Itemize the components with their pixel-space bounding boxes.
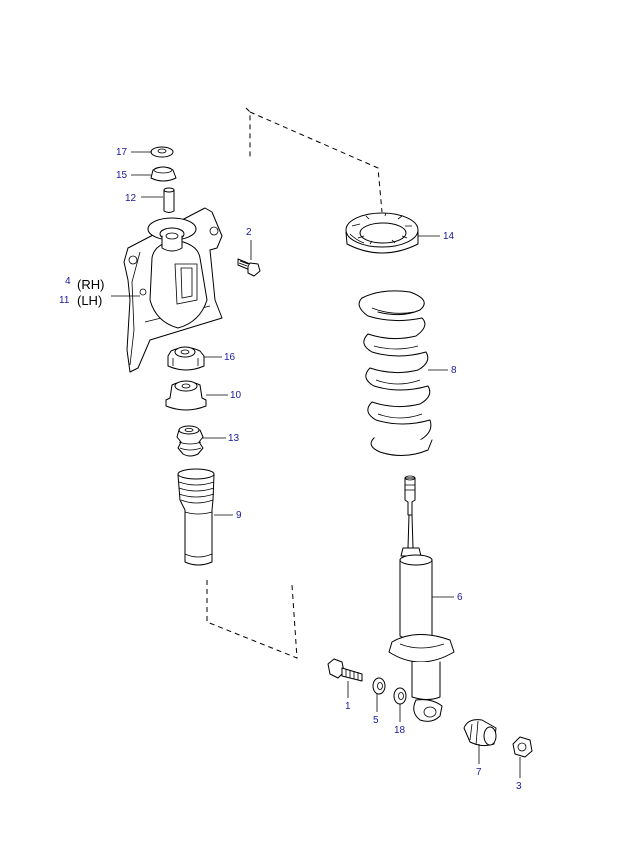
part-7-bushing (463, 719, 497, 747)
callout-10: 10 (230, 390, 242, 401)
part-17-washer (150, 146, 174, 158)
callout-15: 15 (116, 170, 128, 181)
callout-16: 16 (224, 352, 236, 363)
callout-4: 4 (65, 276, 71, 287)
callout-12: 12 (125, 193, 137, 204)
part-12-sleeve (163, 187, 175, 213)
part-4-11-mounting-bracket (123, 207, 223, 373)
callout-8: 8 (451, 365, 457, 376)
side-label-lh: (LH) (77, 293, 102, 308)
part-18-washer (393, 687, 407, 705)
part-3-nut (512, 736, 533, 758)
callout-13: 13 (228, 433, 240, 444)
part-2-bolt (237, 258, 261, 277)
part-16-bump-rubber (167, 346, 205, 371)
part-9-dust-boot (177, 468, 215, 566)
callout-18: 18 (394, 725, 406, 736)
part-5-washer (372, 677, 386, 695)
callout-14: 14 (443, 231, 455, 242)
part-1-bolt (327, 658, 363, 682)
part-8-coil-spring (358, 290, 433, 456)
callout-6: 6 (457, 592, 463, 603)
callout-17: 17 (116, 147, 128, 158)
callout-numbers: 17 15 12 2 4 (RH) 11 (LH) 16 10 13 9 14 … (59, 147, 522, 792)
part-15-cap (150, 166, 177, 182)
callout-1: 1 (345, 701, 351, 712)
callout-2: 2 (246, 227, 252, 238)
leader-lines (111, 151, 521, 778)
part-14-spring-seat (345, 212, 419, 254)
callout-7: 7 (476, 767, 482, 778)
side-label-rh: (RH) (77, 277, 104, 292)
part-13-bump-stopper (176, 425, 204, 457)
callout-11: 11 (59, 295, 70, 306)
assembly-dashed-lines (206, 107, 383, 659)
part-10-bushing (165, 380, 207, 411)
callout-3: 3 (516, 781, 522, 792)
part-6-shock-absorber (388, 475, 455, 722)
callout-9: 9 (236, 510, 242, 521)
callout-5: 5 (373, 715, 379, 726)
